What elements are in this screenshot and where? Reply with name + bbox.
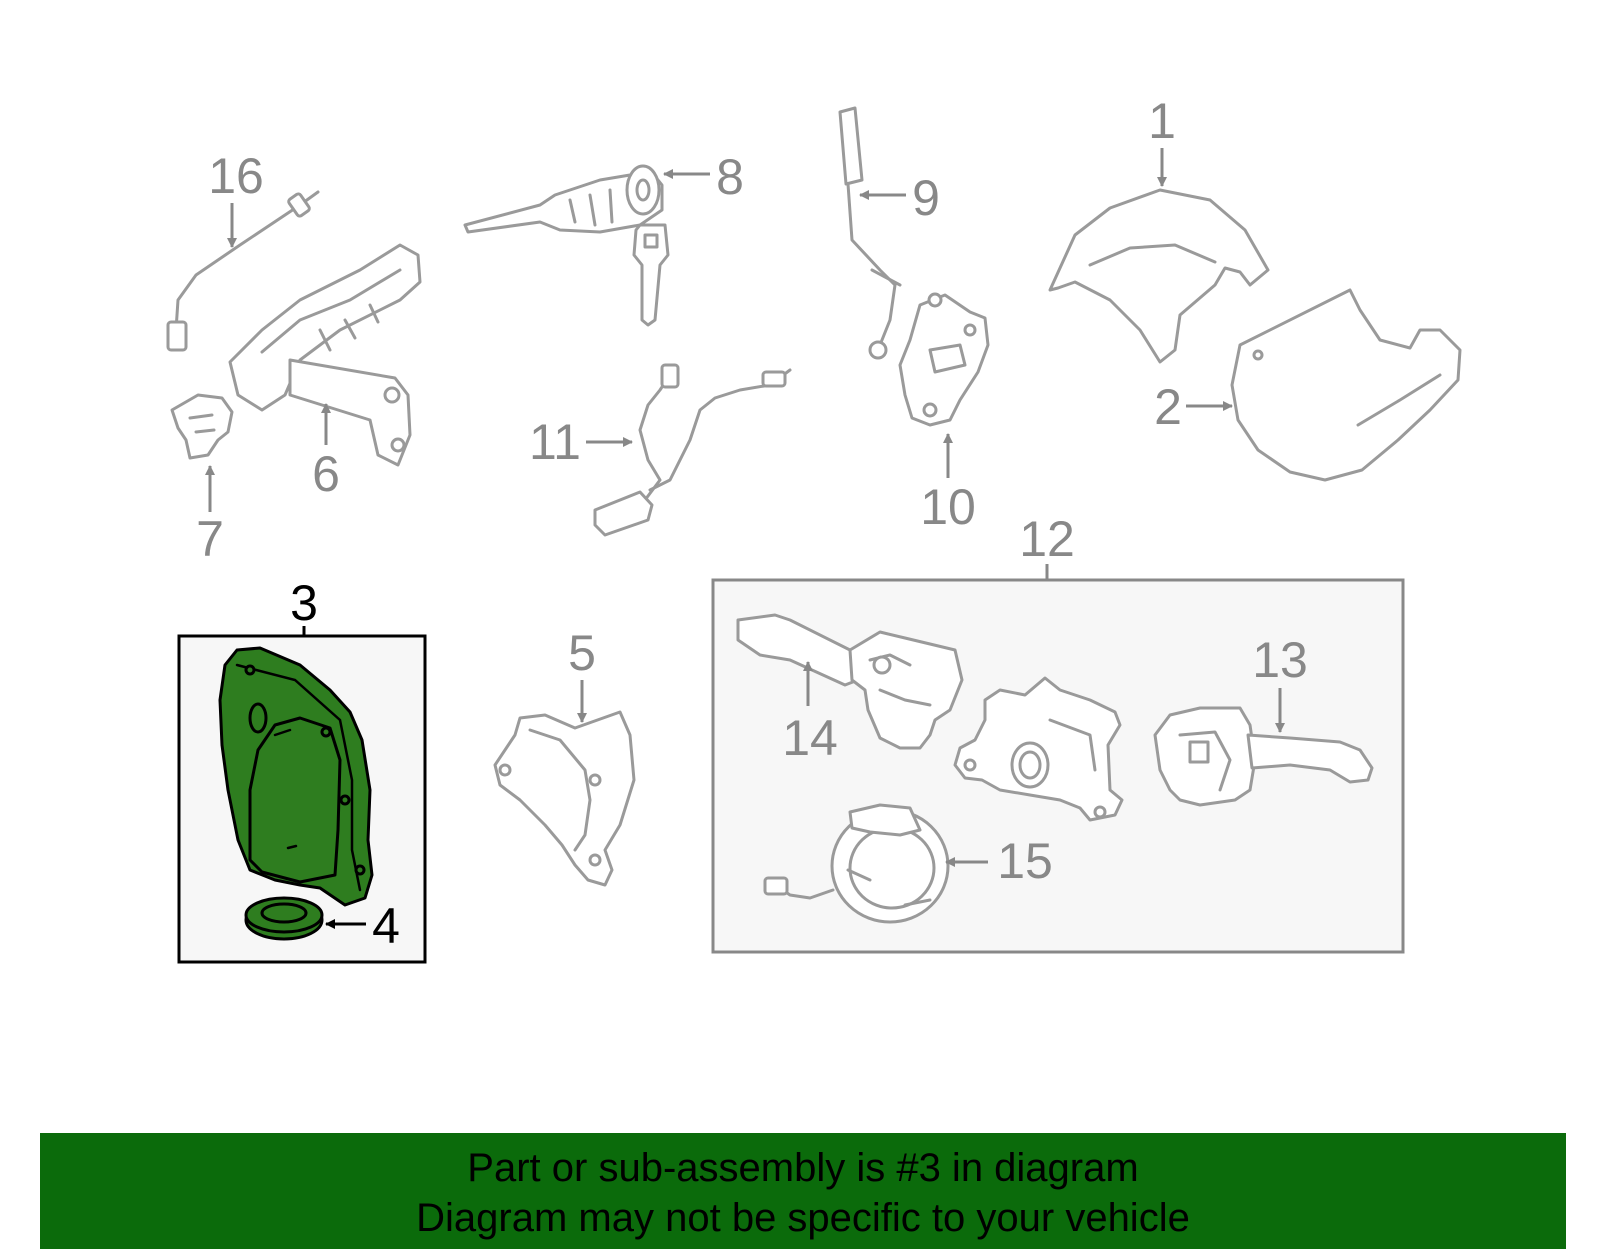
- callout-3: 3: [290, 575, 318, 631]
- part-4-seal-ring[interactable]: [244, 896, 324, 941]
- part-8-ignition-cylinder[interactable]: [463, 164, 670, 327]
- callout-4: 4: [372, 898, 400, 954]
- callout-2: 2: [1154, 379, 1182, 435]
- callout-5: 5: [568, 625, 596, 681]
- part-7-switch[interactable]: [170, 393, 234, 460]
- callout-15: 15: [997, 833, 1053, 889]
- callout-7: 7: [196, 511, 224, 567]
- callout-11: 11: [529, 414, 581, 470]
- part-5-shroud[interactable]: [493, 710, 636, 887]
- part-13-turn-switch[interactable]: [1153, 706, 1374, 807]
- part-14-wiper-switch[interactable]: [736, 613, 964, 750]
- part-15-clock-spring[interactable]: [763, 803, 950, 924]
- banner-line-1: Part or sub-assembly is #3 in diagram: [467, 1146, 1139, 1190]
- part-6-lock-housing[interactable]: [228, 243, 422, 467]
- callout-1: 1: [1148, 93, 1176, 149]
- callout-14: 14: [782, 710, 838, 766]
- callout-10: 10: [920, 479, 976, 535]
- part-10-bracket[interactable]: [898, 292, 990, 427]
- part-2-lower-cover[interactable]: [1230, 288, 1462, 482]
- part-11-wiring-harness[interactable]: [593, 363, 792, 537]
- callout-9: 9: [912, 170, 940, 226]
- callout-13: 13: [1252, 632, 1308, 688]
- part-16-sensor-wire[interactable]: [166, 190, 320, 352]
- callout-12: 12: [1019, 511, 1075, 567]
- banner-line-2: Diagram may not be specific to your vehi…: [416, 1196, 1190, 1240]
- part-12-switch-body[interactable]: [953, 676, 1124, 822]
- info-banner: Part or sub-assembly is #3 in diagram Di…: [40, 1133, 1566, 1249]
- part-3-column-boot[interactable]: [218, 646, 374, 907]
- part-1-upper-cover[interactable]: [1048, 188, 1270, 364]
- part-9-lever[interactable]: [838, 106, 902, 360]
- callout-16: 16: [208, 148, 264, 204]
- callout-6: 6: [312, 446, 340, 502]
- callout-8: 8: [716, 149, 744, 205]
